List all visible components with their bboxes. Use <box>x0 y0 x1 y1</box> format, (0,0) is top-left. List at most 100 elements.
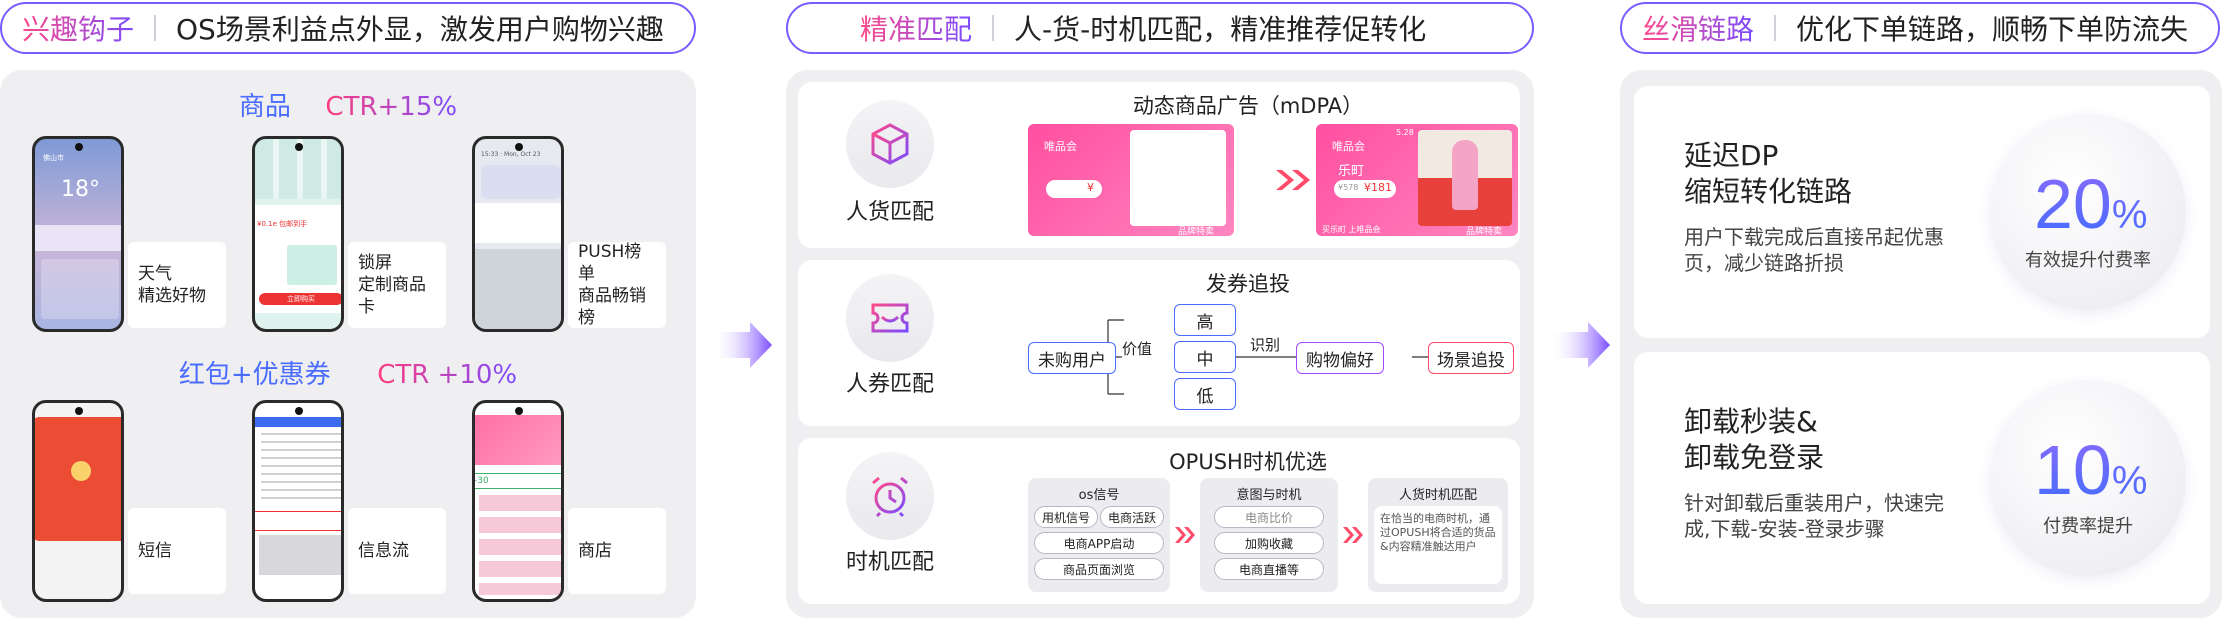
ad-photo <box>1418 130 1512 226</box>
feed-image <box>259 535 341 575</box>
divider <box>1774 15 1777 41</box>
card-title: 延迟DP 缩短转化链路 <box>1684 139 1853 208</box>
interest-panel: 商品 CTR+15% 佛山市 18° 天气 精选好物 ¥0.1e 包邮到手 立即… <box>0 70 696 618</box>
signal-chip: 电商活跃 <box>1100 506 1164 528</box>
card-reinstall: 卸载秒装& 卸载免登录 针对卸载后重装用户，快速完成,下载-安装-登录步骤 10… <box>1634 352 2210 604</box>
row-icon-wrap <box>846 274 934 362</box>
intent-timing-block: 意图与时机 电商比价 加购收藏 电商直播等 <box>1200 478 1338 592</box>
section-keyword: 兴趣钩子 <box>22 8 134 48</box>
weather-city: 佛山市 <box>43 154 64 162</box>
block-text: 在恰当的电商时机，通过OPUSH将合适的货品&内容精准触达用户 <box>1374 506 1502 584</box>
row-title: OPUSH时机优选 <box>1169 450 1327 474</box>
row-label: 人券匹配 <box>845 372 934 397</box>
box-icon <box>871 123 909 165</box>
phone-weather: 佛山市 18° <box>32 136 124 332</box>
phone-store: -30 <box>472 400 564 602</box>
caption-push: PUSH榜单 商品畅销榜 <box>568 242 666 328</box>
flow-arrow-icon <box>712 322 772 368</box>
signal-chip: 电商APP启动 <box>1034 532 1164 554</box>
os-signal-block: os信号 用机信号 电商活跃 电商APP启动 商品页面浏览 <box>1028 478 1170 592</box>
smooth-panel: 延迟DP 缩短转化链路 用户下载完成后直接吊起优惠页，减少链路折损 20% 有效… <box>1620 70 2222 618</box>
intent-chip: 加购收藏 <box>1214 532 1324 554</box>
coupon-icon <box>871 303 909 333</box>
flow-arrow-icon <box>1550 322 1610 368</box>
double-chevron-icon <box>1343 527 1363 543</box>
phone-push: 15:33 · Mon, Oct 23 <box>472 136 564 332</box>
node-shopping-preference: 购物偏好 <box>1296 342 1384 374</box>
weather-widget <box>35 225 121 251</box>
buy-button: 立即购买 <box>259 293 341 305</box>
person-goods-timing-block: 人货时机匹配 在恰当的电商时机，通过OPUSH将合适的货品&内容精准触达用户 <box>1368 478 1508 592</box>
section-desc: OS场景利益点外显，激发用户购物兴趣 <box>176 13 664 46</box>
coupon-badge: -30 <box>475 473 561 489</box>
ad-preview-filled: 唯品会 乐町 ¥578 ¥181 5.28 买乐町 上唯品会 品牌特卖 <box>1316 124 1518 237</box>
feed-ad-banner <box>255 511 341 531</box>
lockscreen-pattern <box>255 139 341 199</box>
edge-label-value: 价值 <box>1122 338 1153 359</box>
phone-sms <box>32 400 124 602</box>
signal-chip: 用机信号 <box>1034 506 1098 528</box>
section-header-interest: 兴趣钩子 OS场景利益点外显，激发用户购物兴趣 <box>0 2 696 54</box>
double-chevron-icon <box>1276 170 1310 190</box>
caption-weather: 天气 精选好物 <box>128 242 226 328</box>
section-keyword: 精准匹配 <box>860 8 972 48</box>
group-heading-products: 商品 CTR+15% <box>238 92 458 122</box>
section-header-match: 精准匹配 人-货-时机匹配，精准推荐促转化 <box>786 2 1534 54</box>
caption-store: 商店 <box>568 508 666 594</box>
row-label: 时机匹配 <box>845 550 934 575</box>
ad-price-pill: ¥ <box>1046 180 1102 198</box>
intent-chip: 电商直播等 <box>1214 558 1324 580</box>
block-title: 意图与时机 <box>1236 488 1302 503</box>
divider <box>154 15 157 41</box>
divider <box>992 15 995 41</box>
block-title: os信号 <box>1078 488 1120 503</box>
signal-chip: 商品页面浏览 <box>1034 558 1164 580</box>
node-scene-retarget: 场景追投 <box>1428 342 1514 374</box>
push-notification <box>475 203 561 243</box>
weather-temp: 18° <box>61 177 100 202</box>
ad-badge: 5.28 <box>1396 128 1414 137</box>
ad-store: 乐町 <box>1338 164 1365 179</box>
caption-lockscreen: 锁屏 定制商品卡 <box>348 242 446 328</box>
ctr-metric: CTR +10% <box>377 360 518 390</box>
section-desc: 人-货-时机匹配，精准推荐促转化 <box>1014 13 1427 46</box>
block-title: 人货时机匹配 <box>1398 488 1477 503</box>
row-title: 发券追投 <box>1206 272 1290 296</box>
stat-circle: 10% 付费率提升 <box>1990 380 2186 576</box>
card-desc: 用户下载完成后直接吊起优惠页，减少链路折损 <box>1684 225 1944 275</box>
stat-circle: 20% 有效提升付费率 <box>1990 114 2186 310</box>
match-panel: 人货匹配 动态商品广告（mDPA） 唯品会 ¥ 品牌特卖 唯品会 乐町 ¥578… <box>786 70 1534 618</box>
alarm-clock-icon <box>872 476 908 518</box>
envelope-seal <box>71 461 91 481</box>
card-coupon-match: 人券匹配 发券追投 未购用户 价值 高 中 低 识别 购物偏好 场景追投 <box>798 260 1520 426</box>
card-timing-match: 时机匹配 OPUSH时机优选 os信号 用机信号 电商活跃 电商APP启动 商品… <box>798 438 1520 604</box>
phone-feed <box>252 400 344 602</box>
node-level-high: 高 <box>1174 304 1236 336</box>
stat-number: 10% <box>2034 431 2148 509</box>
stat-label: 有效提升付费率 <box>2025 250 2151 271</box>
ad-brand: 唯品会 <box>1044 140 1077 153</box>
ad-preview-template: 唯品会 ¥ 品牌特卖 <box>1028 124 1234 237</box>
row-label: 人货匹配 <box>845 200 934 225</box>
section-header-smooth: 丝滑链路 优化下单链路，顺畅下单防流失 <box>1620 2 2220 54</box>
phone-lockscreen: ¥0.1e 包邮到手 立即购买 <box>252 136 344 332</box>
store-list <box>479 495 561 595</box>
ad-price-pill: ¥578 ¥181 <box>1334 180 1396 198</box>
red-envelope <box>35 417 121 541</box>
ad-brand: 唯品会 <box>1332 140 1365 153</box>
card-title: 卸载秒装& 卸载免登录 <box>1684 405 1825 474</box>
coupon-flow-lines <box>1076 319 1468 395</box>
edge-label-identify: 识别 <box>1250 336 1281 354</box>
product-image <box>287 245 337 285</box>
quick-toggles <box>481 165 561 199</box>
card-desc: 针对卸载后重装用户，快速完成,下载-安装-登录步骤 <box>1684 491 1944 541</box>
lockscreen-price: ¥0.1e 包邮到手 <box>257 220 308 228</box>
intent-chip: 电商比价 <box>1214 506 1324 528</box>
store-banner <box>475 415 561 465</box>
push-time: 15:33 · Mon, Oct 23 <box>481 151 541 158</box>
stat-label: 付费率提升 <box>2043 516 2133 537</box>
row-icon-wrap <box>846 452 934 540</box>
feed-text-lines <box>261 433 341 503</box>
lockscreen-card: ¥0.1e 包邮到手 立即购买 <box>255 205 341 313</box>
section-desc: 优化下单链路，顺畅下单防流失 <box>1796 13 2189 46</box>
